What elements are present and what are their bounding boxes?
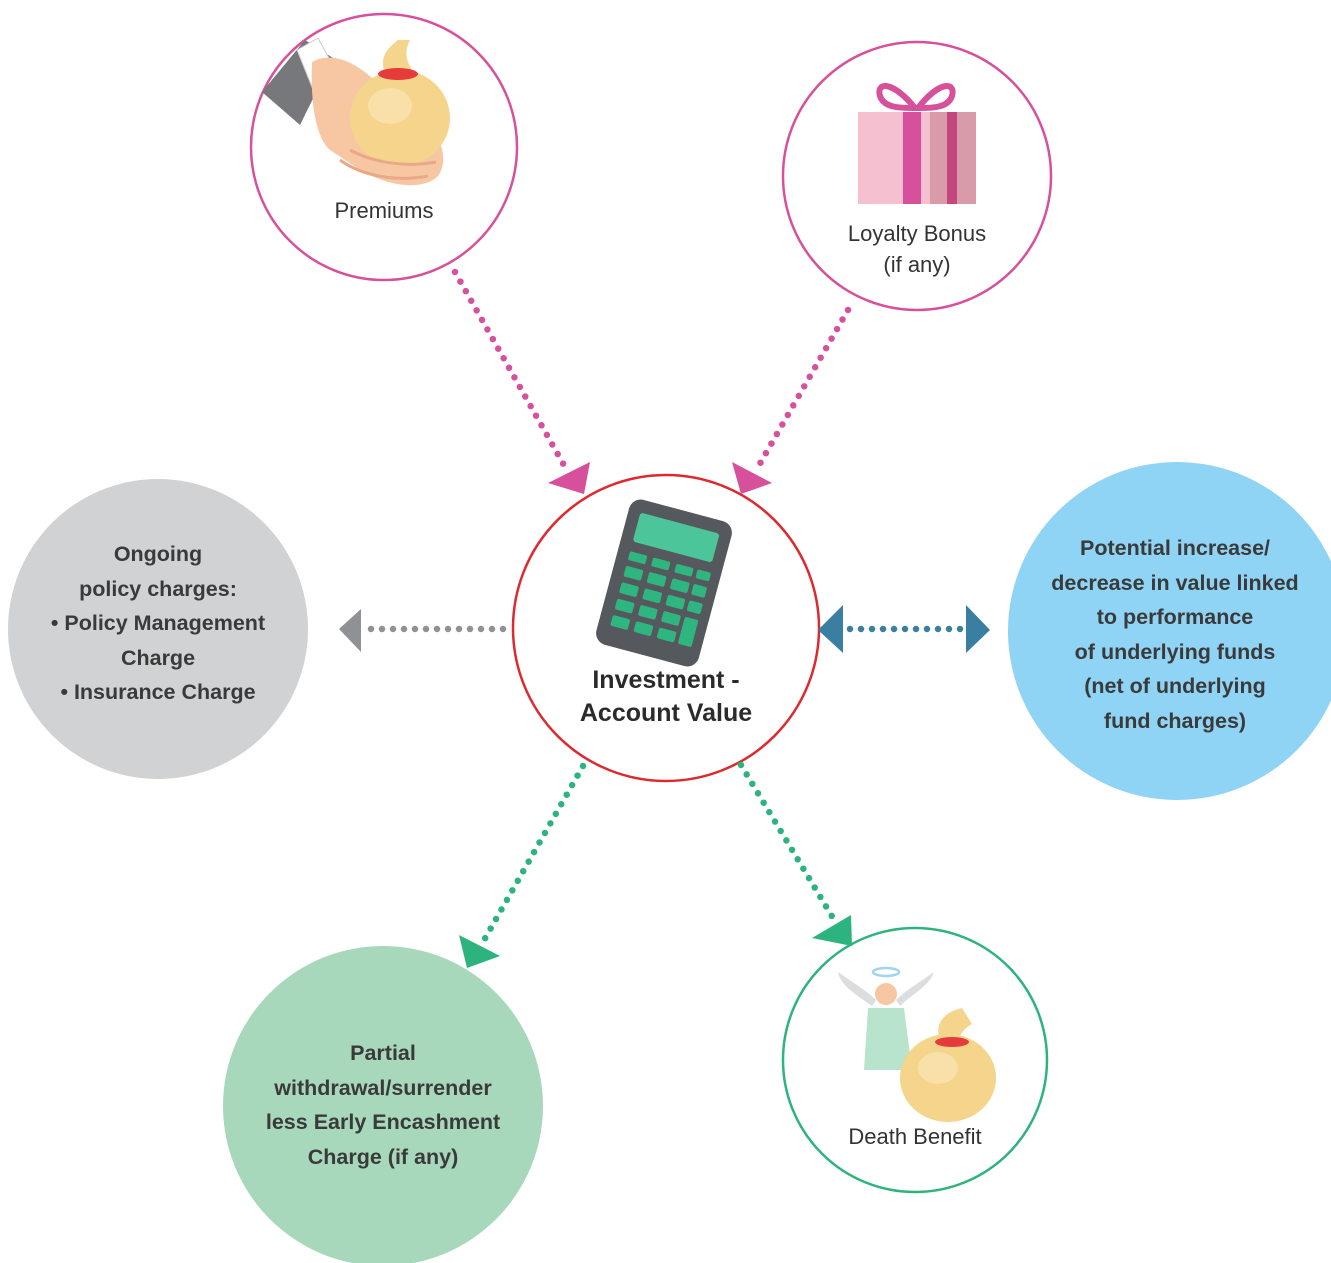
loyalty-label-line2: (if any) xyxy=(883,252,951,277)
premiums-label: Premiums xyxy=(334,198,434,223)
performance-label-line1: Potential increase/ xyxy=(1080,536,1270,560)
charges-label-line5: • Insurance Charge xyxy=(60,680,256,704)
withdrawal-label-line2: withdrawal/surrender xyxy=(274,1075,492,1100)
withdrawal-label-line1: Partial xyxy=(350,1041,416,1065)
center-label-line1: Investment - xyxy=(592,666,740,694)
charges-arrowhead xyxy=(339,609,361,652)
performance-label: Potential increase/ decrease in value li… xyxy=(1022,531,1328,738)
death-connector xyxy=(737,761,837,922)
performance-label-line5: (net of underlying xyxy=(1084,674,1266,698)
withdrawal-label-line4: Charge (if any) xyxy=(307,1144,459,1169)
premiums-connector xyxy=(451,268,569,471)
center-label: Investment - Account Value xyxy=(546,664,786,730)
gift-box-icon xyxy=(858,83,976,204)
performance-label-line2: decrease in value linked xyxy=(1051,570,1299,595)
performance-arrowhead-left xyxy=(818,605,843,653)
calculator-icon xyxy=(596,499,732,667)
loyalty-connector xyxy=(754,306,852,471)
performance-label-line6: fund charges) xyxy=(1103,708,1247,733)
performance-label-line3: to performance xyxy=(1096,605,1254,629)
center-label-line2: Account Value xyxy=(579,699,753,727)
loyalty-arrowhead xyxy=(732,462,772,494)
withdrawal-circle xyxy=(223,946,543,1263)
angel-and-money-bag-icon xyxy=(838,966,996,1122)
charges-label-line3: • Policy Management xyxy=(50,611,266,635)
death-arrowhead xyxy=(812,915,852,946)
withdrawal-label-line3: less Early Encashment xyxy=(265,1110,501,1134)
loyalty-label-line1: Loyalty Bonus xyxy=(847,221,987,246)
withdrawal-label: Partial withdrawal/surrender less Early … xyxy=(233,1036,533,1174)
death-label: Death Benefit xyxy=(848,1124,982,1149)
withdrawal-arrowhead xyxy=(459,935,500,968)
withdrawal-connector xyxy=(479,762,587,946)
charges-label: Ongoing policy charges: • Policy Managem… xyxy=(8,537,308,710)
performance-label-line4: of underlying funds xyxy=(1074,639,1276,664)
charges-label-line4: Charge xyxy=(120,645,196,670)
loyalty-label: Loyalty Bonus (if any) xyxy=(807,218,1027,280)
money-bag-in-hand-icon xyxy=(262,37,450,186)
performance-circle xyxy=(1008,462,1331,800)
charges-label-line2: policy charges: xyxy=(79,576,237,601)
performance-arrowhead-right xyxy=(966,605,990,653)
charges-circle xyxy=(8,479,308,779)
premiums-arrowhead xyxy=(548,462,590,494)
charges-label-line1: Ongoing xyxy=(113,542,203,566)
